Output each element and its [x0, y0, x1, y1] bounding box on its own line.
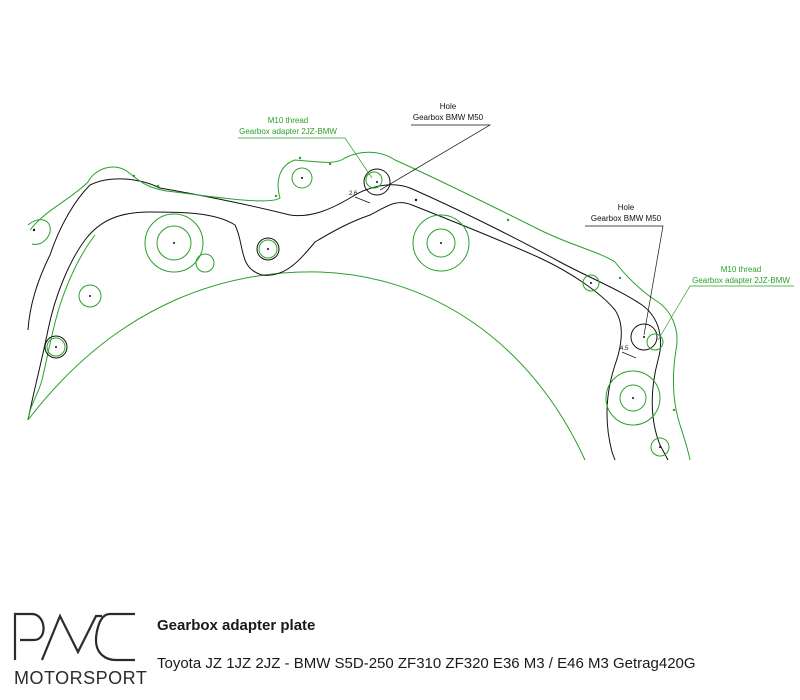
svg-text:Gearbox adapter 2JZ-BMW: Gearbox adapter 2JZ-BMW — [239, 127, 337, 136]
bellhousing-reference-arc — [27, 271, 586, 461]
bolt-hole-large-left-inner — [156, 225, 192, 261]
svg-text:M10 thread: M10 thread — [721, 265, 761, 274]
svg-text:Gearbox adapter 2JZ-BMW: Gearbox adapter 2JZ-BMW — [692, 276, 790, 285]
bolt-hole-266 — [256, 237, 280, 261]
leader-thread-right — [657, 285, 794, 341]
leader-thread-left — [238, 137, 373, 179]
leader-hole-right — [585, 225, 664, 336]
annotation-hole-top: Hole Gearbox BMW M50 — [413, 102, 484, 122]
hole-660 — [650, 437, 670, 457]
annotation-thread-left: M10 thread Gearbox adapter 2JZ-BMW — [239, 116, 337, 136]
holes — [44, 167, 670, 457]
svg-text:Gearbox BMW M50: Gearbox BMW M50 — [591, 214, 662, 223]
logo-wordmark: MOTORSPORT — [14, 668, 148, 688]
title-block: MOTORSPORT Gearbox adapter plate Toyota … — [0, 600, 800, 700]
reference-outer-contour — [29, 151, 691, 461]
dowel-hole-right — [630, 323, 658, 351]
dimension-4-5: 4.5 — [620, 346, 637, 359]
drawing-subtitle: Toyota JZ 1JZ 2JZ - BMW S5D-250 ZF310 ZF… — [157, 655, 696, 672]
reference-inner-contour — [27, 234, 96, 421]
hole-left-edge — [44, 335, 68, 359]
svg-text:Hole: Hole — [618, 203, 635, 212]
svg-text:2.6: 2.6 — [349, 191, 358, 197]
annotation-thread-right: M10 thread Gearbox adapter 2JZ-BMW — [692, 265, 790, 285]
dowel-hole-top — [363, 168, 391, 196]
plate-outer-contour — [27, 178, 669, 461]
bolt-hole-440 — [412, 214, 470, 272]
thread-hole-302 — [291, 167, 313, 189]
pmc-logo-mark — [13, 612, 135, 662]
bolt-hole-633 — [605, 370, 661, 426]
svg-text:M10 thread: M10 thread — [268, 116, 308, 125]
svg-text:4.5: 4.5 — [620, 346, 629, 352]
dimension-2-6: 2.6 — [349, 191, 371, 204]
technical-drawing: 2.6 4.5 Hole Gearbox BMW M50 M10 thread … — [27, 102, 794, 461]
hole-590 — [582, 274, 600, 292]
reference-left-fragment — [27, 219, 51, 245]
hole-90 — [78, 284, 102, 308]
small-hole-left — [195, 253, 215, 273]
pmc-motorsport-logo: MOTORSPORT — [12, 608, 147, 688]
drawing-title: Gearbox adapter plate — [157, 617, 316, 634]
svg-text:Gearbox BMW M50: Gearbox BMW M50 — [413, 113, 484, 122]
plate-inner-contour — [27, 202, 622, 461]
contour-markers — [32, 156, 676, 412]
leader-hole-top — [379, 124, 492, 191]
annotation-hole-right: Hole Gearbox BMW M50 — [591, 203, 662, 223]
svg-text:Hole: Hole — [440, 102, 457, 111]
bolt-hole-large-left — [144, 213, 204, 273]
